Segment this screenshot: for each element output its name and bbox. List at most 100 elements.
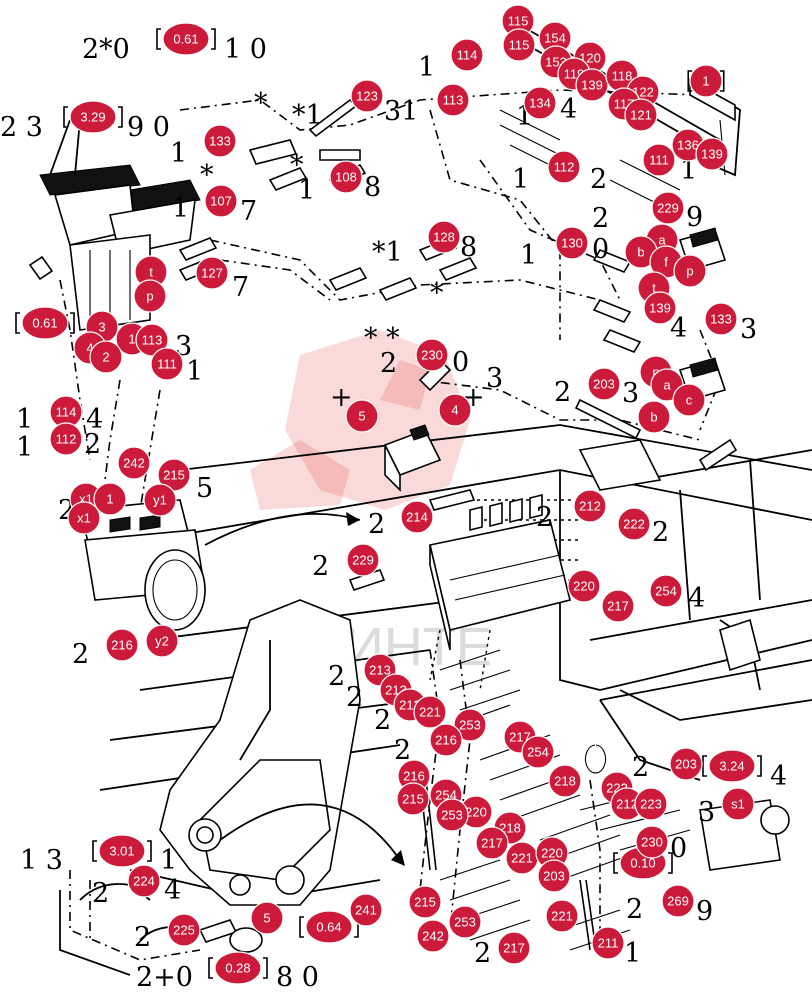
part-callout[interactable]: y2 xyxy=(145,624,179,658)
part-callout[interactable]: 107 xyxy=(204,184,238,218)
part-callout[interactable]: 5 xyxy=(250,901,284,935)
part-callout[interactable]: c xyxy=(672,383,706,417)
part-callout[interactable]: 154 xyxy=(538,21,572,55)
reference-badge[interactable]: 0.64 xyxy=(299,910,359,944)
part-callout[interactable]: 225 xyxy=(167,913,201,947)
part-callout[interactable]: 221 xyxy=(505,841,539,875)
part-callout[interactable]: 269 xyxy=(661,884,695,918)
reference-badge[interactable]: 3.01 xyxy=(92,834,152,868)
part-callout[interactable]: 139 xyxy=(695,137,729,171)
part-callout[interactable]: 253 xyxy=(448,905,482,939)
part-callout[interactable]: 128 xyxy=(427,220,461,254)
part-callout[interactable]: 253 xyxy=(435,798,469,832)
part-callout[interactable]: 216 xyxy=(429,723,463,757)
part-callout[interactable]: 203 xyxy=(587,367,621,401)
part-callout[interactable]: 121 xyxy=(624,98,658,132)
callout-circle xyxy=(49,422,83,456)
callout-label: 224 xyxy=(133,874,155,889)
part-callout[interactable]: x1 xyxy=(67,501,101,535)
part-callout[interactable]: 241 xyxy=(349,893,383,927)
part-callout[interactable]: 254 xyxy=(649,574,683,608)
part-callout[interactable]: 112 xyxy=(547,150,581,184)
part-callout[interactable]: 211 xyxy=(591,926,625,960)
reference-badge[interactable]: 0.61 xyxy=(15,306,75,340)
diagram-label: 2 xyxy=(626,894,643,925)
part-callout[interactable]: 220 xyxy=(567,569,601,603)
part-callout[interactable]: 214 xyxy=(400,500,434,534)
part-callout[interactable]: 215 xyxy=(408,885,442,919)
part-callout[interactable]: 127 xyxy=(195,256,229,290)
part-callout[interactable]: 230 xyxy=(635,825,669,859)
part-callout[interactable]: 253 xyxy=(453,708,487,742)
part-callout[interactable]: 203 xyxy=(669,747,703,781)
part-callout[interactable]: 217 xyxy=(475,826,509,860)
callout-circle xyxy=(93,482,127,516)
part-callout[interactable]: 222 xyxy=(617,507,651,541)
part-callout[interactable]: 224 xyxy=(127,864,161,898)
part-callout[interactable]: 133 xyxy=(203,124,237,158)
reference-badge[interactable]: 1 xyxy=(687,64,725,98)
part-callout[interactable]: 242 xyxy=(117,446,151,480)
part-callout[interactable]: 242 xyxy=(416,919,450,953)
part-callout[interactable]: 229 xyxy=(651,191,685,225)
callout-label: b xyxy=(650,410,657,425)
callout-circle xyxy=(408,885,442,919)
callout-circle xyxy=(642,143,676,177)
part-callout[interactable]: 215 xyxy=(157,458,191,492)
part-callout[interactable]: 114 xyxy=(450,38,484,72)
callout-label: t xyxy=(652,281,656,296)
callout-circle xyxy=(624,98,658,132)
part-callout[interactable]: 114 xyxy=(49,395,83,429)
part-callout[interactable]: 215 xyxy=(396,782,430,816)
callout-circle xyxy=(567,569,601,603)
callout-circle xyxy=(548,764,582,798)
reference-badge[interactable]: 0.28 xyxy=(208,951,268,985)
part-callout[interactable]: 134 xyxy=(523,86,557,120)
part-callout[interactable]: 4 xyxy=(438,393,472,427)
callout-circle xyxy=(547,150,581,184)
part-callout[interactable]: 216 xyxy=(105,628,139,662)
part-callout[interactable]: 217 xyxy=(601,589,635,623)
part-callout[interactable]: 115 xyxy=(501,4,535,38)
callout-circle xyxy=(617,507,651,541)
part-callout[interactable]: 139 xyxy=(643,291,677,325)
reference-badge[interactable]: 3.24 xyxy=(702,749,762,783)
reference-badge[interactable]: 3.29 xyxy=(63,100,123,134)
part-callout[interactable]: 254 xyxy=(521,735,555,769)
part-callout[interactable]: b xyxy=(637,400,671,434)
part-callout[interactable]: 221 xyxy=(413,695,447,729)
part-callout[interactable]: 212 xyxy=(573,489,607,523)
part-callout[interactable]: p xyxy=(133,279,167,313)
part-callout[interactable]: y1 xyxy=(143,483,177,517)
badge-label: 3.01 xyxy=(109,844,134,859)
part-callout[interactable]: 230 xyxy=(415,338,449,372)
part-callout[interactable]: 113 xyxy=(436,83,470,117)
part-callout[interactable]: 229 xyxy=(346,543,380,577)
part-callout[interactable]: 133 xyxy=(704,302,738,336)
part-callout[interactable]: 130 xyxy=(555,226,589,260)
part-callout[interactable]: 221 xyxy=(545,899,579,933)
part-callout[interactable]: 223 xyxy=(634,787,668,821)
part-callout[interactable]: 111 xyxy=(150,347,184,381)
part-callout[interactable]: 1 xyxy=(93,482,127,516)
part-callout[interactable]: 115 xyxy=(502,28,536,62)
part-callout[interactable]: b xyxy=(624,235,658,269)
part-callout[interactable]: 108 xyxy=(329,160,363,194)
part-callout[interactable]: 112 xyxy=(49,422,83,456)
callout-label: 242 xyxy=(123,456,145,471)
diagram-label: 3 xyxy=(486,363,503,394)
part-callout[interactable]: 220 xyxy=(459,795,493,829)
part-callout[interactable]: 123 xyxy=(350,79,384,113)
part-callout[interactable]: 111 xyxy=(642,143,676,177)
part-callout[interactable]: 139 xyxy=(575,68,609,102)
callout-label: 217 xyxy=(503,941,525,956)
part-callout[interactable]: 217 xyxy=(497,931,531,965)
part-callout[interactable]: 2 xyxy=(89,340,123,374)
part-callout[interactable]: 113 xyxy=(135,323,169,357)
reference-badge[interactable]: 0.61 xyxy=(156,22,216,56)
part-callout[interactable]: p xyxy=(673,254,707,288)
part-callout[interactable]: 218 xyxy=(548,764,582,798)
part-callout[interactable]: 203 xyxy=(537,859,571,893)
part-callout[interactable]: 5 xyxy=(345,399,379,433)
part-callout[interactable]: s1 xyxy=(721,787,755,821)
